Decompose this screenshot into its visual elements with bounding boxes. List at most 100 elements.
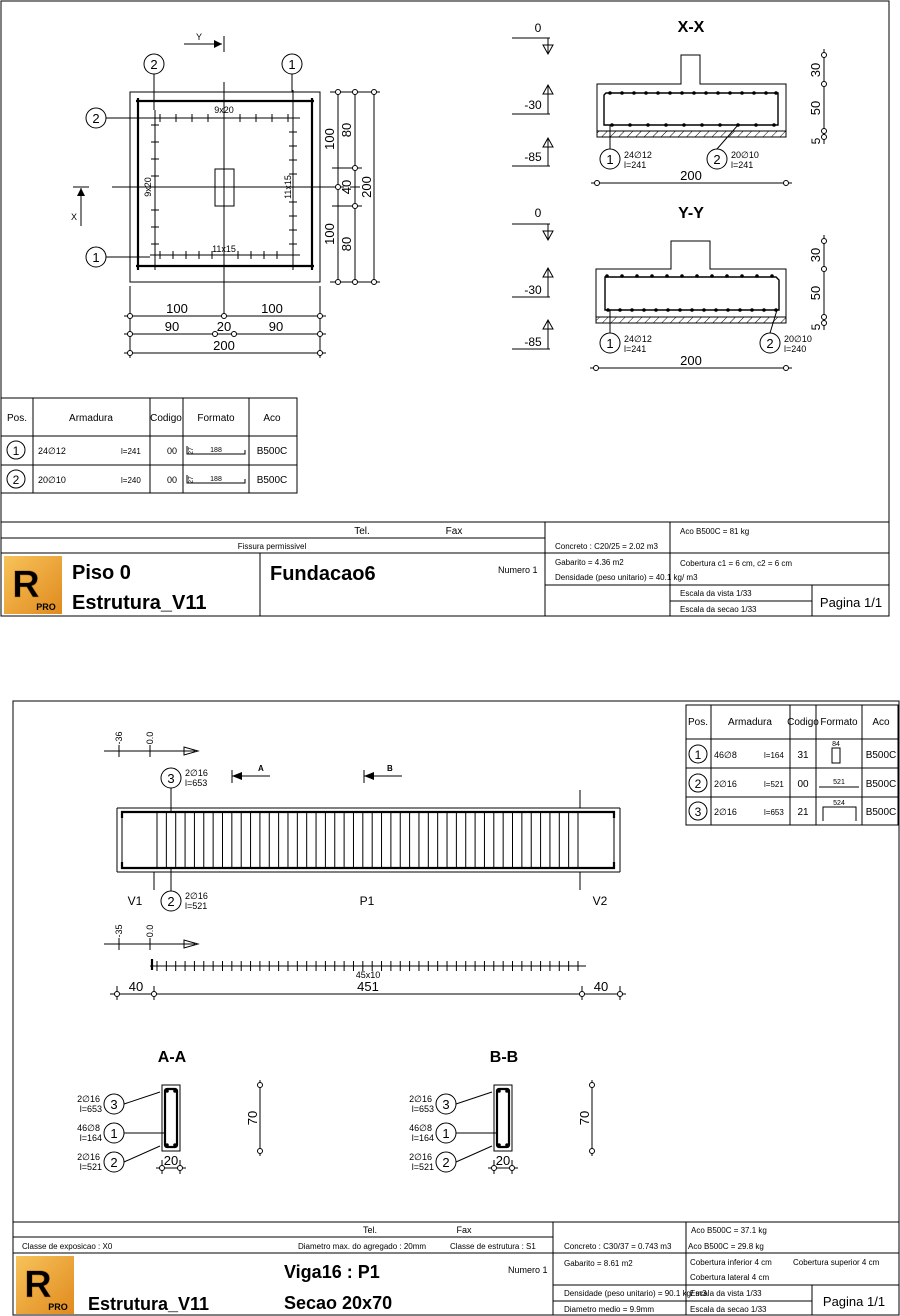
svg-text:27: 27: [188, 476, 195, 484]
schedule2-header-armadura: Armadura: [728, 717, 772, 728]
svg-text:1: 1: [110, 1126, 117, 1141]
section-xx-title: X-X: [678, 19, 705, 36]
section-yy-title: Y-Y: [678, 205, 704, 222]
exposicao-label: Classe de exposicao : X0: [22, 1242, 113, 1251]
foundation-plan: Y X 2 1 2 1 9x20 11x15 9x20 11x15: [71, 32, 380, 358]
section-bb: B-B 3 2∅16 l=653 1 46∅8 l=164 2 2∅16 l=5…: [409, 1049, 595, 1174]
beam-bar3-text: 2∅16: [185, 768, 208, 778]
project-name: Estrutura_V11: [72, 592, 207, 614]
classe-estrutura-label: Classe de estrutura : S1: [450, 1242, 536, 1251]
section-bb-width: 20: [496, 1153, 510, 1168]
title-block-1: Tel. Fax Fissura permissivel R PRO Piso …: [1, 521, 889, 616]
table-row: 1 46∅8 l=164 31 84 B500C: [688, 741, 896, 764]
project-level: Piso 0: [72, 562, 131, 584]
svg-text:21: 21: [797, 807, 809, 818]
cob-lateral-label: Cobertura lateral 4 cm: [690, 1273, 769, 1282]
cob-inferior-label: Cobertura inferior 4 cm: [690, 1258, 772, 1267]
plan-bar-marker: [85, 107, 107, 129]
diametro-medio-label: Diametro medio = 9.9mm: [564, 1305, 654, 1314]
svg-text:2: 2: [110, 1155, 117, 1170]
beam-bar2-text: 2∅16: [185, 891, 208, 901]
svg-text:l=164: l=164: [412, 1133, 434, 1143]
svg-text:3: 3: [442, 1097, 449, 1112]
svg-text:27: 27: [188, 447, 195, 455]
dim-451: 451: [357, 979, 379, 994]
schedule-header-armadura: Armadura: [69, 413, 113, 424]
beam-marker-2: 2: [167, 894, 174, 909]
pagina-label: Pagina 1/1: [823, 1294, 885, 1309]
svg-text:00: 00: [797, 779, 809, 790]
section-yy-bar2-len: l=240: [784, 344, 806, 354]
beam-level-top: -36 0.0: [104, 731, 200, 757]
svg-text:l=241: l=241: [121, 447, 141, 456]
svg-text:2∅16: 2∅16: [77, 1152, 100, 1162]
fax-label: Fax: [456, 1225, 472, 1235]
dim-bottom-100-right: 100: [261, 301, 283, 316]
schedule-header-codigo: Codigo: [150, 413, 182, 424]
beam-marker-3: 3: [167, 771, 174, 786]
title-block-2: Tel. Fax Classe de exposicao : X0 Diamet…: [13, 1221, 899, 1315]
svg-text:R: R: [12, 564, 39, 606]
section-xx-h5: 5: [809, 137, 823, 144]
schedule2-header-formato: Formato: [820, 717, 858, 728]
dim-right-200: 200: [359, 176, 374, 198]
svg-text:46∅8: 46∅8: [714, 750, 737, 760]
span-p1: P1: [360, 894, 375, 908]
beam-bottom-bar: [120, 862, 616, 870]
svg-text:l=653: l=653: [412, 1104, 434, 1114]
escala-secao-label: Escala da secao 1/33: [680, 605, 757, 614]
svg-text:2: 2: [92, 111, 99, 126]
section-xx-bar1-len: l=241: [624, 160, 646, 170]
level-0-label: 0: [535, 206, 542, 220]
section-yy-bar1-len: l=241: [624, 344, 646, 354]
plan-bar-marker: [281, 53, 303, 75]
schedule2-header-aco: Aco: [872, 717, 890, 728]
element-name: Fundacao6: [270, 563, 376, 585]
dim-bottom-100-left: 100: [166, 301, 188, 316]
mesh-label-top: 9x20: [214, 105, 234, 115]
mesh-label-bottom: 11x15: [212, 244, 236, 254]
svg-text:1: 1: [442, 1126, 449, 1141]
dim-bottom-20: 20: [217, 319, 231, 334]
svg-text:524: 524: [833, 800, 845, 807]
table-row: 2 20∅10 l=240 00 188 27 B500C: [6, 469, 287, 489]
section-xx-bar2-text: 20∅10: [731, 150, 759, 160]
level-30-label: -30: [524, 98, 542, 112]
svg-text:2∅16: 2∅16: [714, 779, 737, 789]
dim-bottom-90-right: 90: [269, 319, 283, 334]
svg-text:84: 84: [832, 741, 840, 748]
stirrup-spacing-label: 45x10: [356, 970, 381, 980]
cut-b-label: B: [387, 764, 393, 773]
sheet-2: -36 0.0 A B: [12, 700, 900, 1316]
plan-bar-marker: [85, 246, 107, 268]
dim-bottom-200: 200: [213, 338, 235, 353]
section-xx-marker-2: 2: [713, 152, 720, 167]
pagina-label: Pagina 1/1: [820, 595, 882, 610]
svg-text:B500C: B500C: [866, 807, 897, 818]
section-aa-width: 20: [164, 1153, 178, 1168]
numero-label: Numero 1: [508, 1265, 548, 1275]
concreto-label: Concreto : C30/37 = 0.743 m3: [564, 1242, 672, 1251]
cut-markers: A B: [231, 764, 402, 783]
section-yy-h30: 30: [808, 248, 823, 262]
fissura-label: Fissura permissivel: [238, 542, 307, 551]
svg-text:1: 1: [695, 748, 702, 762]
section-yy-bars: [605, 274, 778, 312]
dim-40-right: 40: [594, 979, 608, 994]
svg-text:46∅8: 46∅8: [409, 1123, 432, 1133]
dim-right-80-bottom: 80: [339, 237, 354, 251]
rebar-schedule-2: Pos. Armadura Codigo Formato Aco 1 46∅8 …: [685, 704, 899, 826]
svg-text:2: 2: [442, 1155, 449, 1170]
svg-text:l=240: l=240: [121, 476, 141, 485]
fax-label: Fax: [446, 526, 463, 537]
svg-text:1: 1: [92, 250, 99, 265]
beam-elevation: 3 2∅16 l=653 2 2∅16 l=521 V1 P1 V2: [116, 767, 621, 912]
section-yy-outline: [595, 240, 787, 318]
section-aa-height: 70: [245, 1111, 260, 1125]
svg-text:20∅10: 20∅10: [38, 475, 66, 485]
section-xx-h30: 30: [808, 63, 823, 77]
svg-text:l=653: l=653: [80, 1104, 102, 1114]
table-row: 2 2∅16 l=521 00 521 B500C: [688, 773, 896, 793]
mesh-label-left: 9x20: [143, 177, 153, 197]
